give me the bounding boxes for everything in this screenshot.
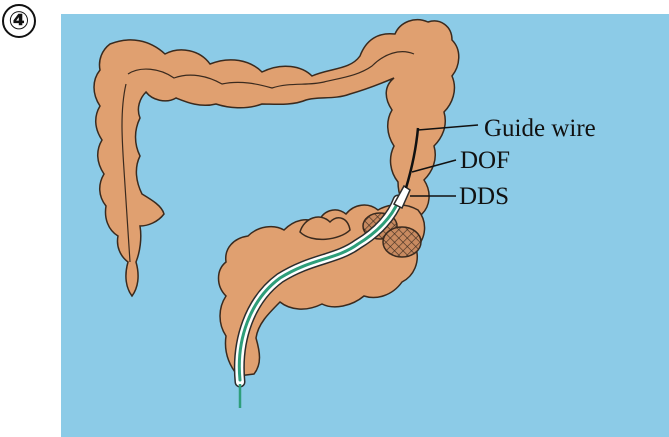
guide-wire-label: Guide wire bbox=[484, 116, 596, 141]
dds-label: DDS bbox=[459, 184, 509, 209]
stent-dof bbox=[383, 227, 421, 257]
dof-label: DOF bbox=[460, 148, 510, 173]
